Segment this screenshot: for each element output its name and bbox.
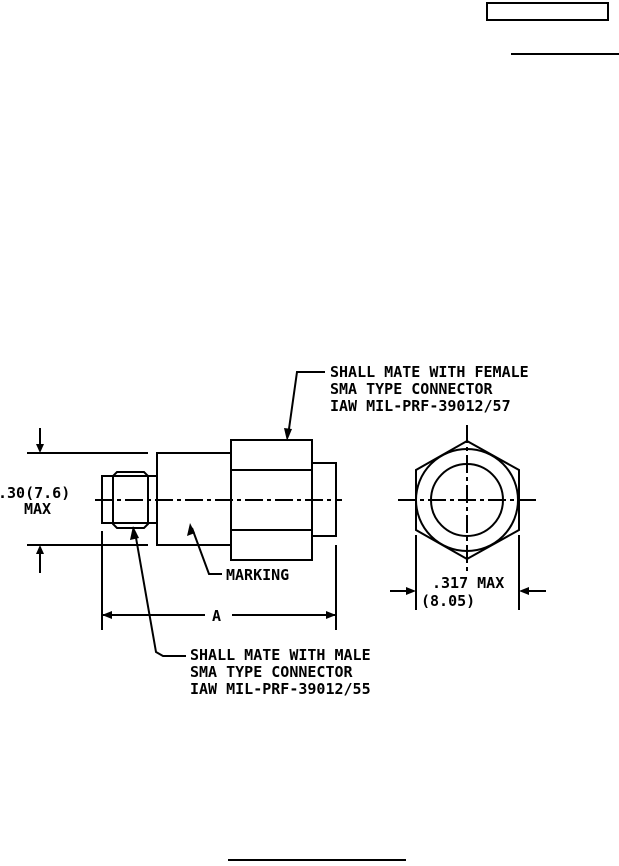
drawing-label: IAW MIL-PRF-39012/57 [330,397,511,415]
marking-callout: MARKING [187,523,289,584]
drawing-line [36,444,44,453]
hex-dim-metric: (8.05) [421,592,475,610]
drawing-line [191,527,222,575]
title-box [486,2,609,21]
male-callout: SHALL MATE WITH MALE SMA TYPE CONNECTOR … [130,526,371,698]
drawing-label: IAW MIL-PRF-39012/55 [190,680,371,698]
height-dimension: .30(7.6) MAX [0,428,148,573]
drawing-line [130,526,139,540]
height-dim-max: MAX [24,500,51,518]
drawing-line [326,611,336,619]
female-callout: SHALL MATE WITH FEMALE SMA TYPE CONNECTO… [284,363,529,441]
length-dim-label: A [212,607,221,625]
marking-label: MARKING [226,566,289,584]
length-dimension: A [101,531,337,630]
drawing-label: SHALL MATE WITH MALE [190,646,371,664]
drawing-line [134,531,186,657]
drawing-label: SMA TYPE CONNECTOR [330,380,494,398]
male-hex [112,471,149,529]
drawing-line [287,371,325,437]
drawing-line [102,611,112,619]
drawing-line [187,523,195,536]
drawing-line [406,587,416,595]
height-dim-value: .30(7.6) [0,484,70,502]
drawing-label: SMA TYPE CONNECTOR [190,663,354,681]
hex-dim-value: .317 MAX [432,574,504,592]
end-view: .317 MAX (8.05) [390,425,546,610]
drawing-line [284,428,292,441]
side-view [95,439,342,561]
drawing-line [36,545,44,554]
drawing-line [519,587,529,595]
drawing-label: SHALL MATE WITH FEMALE [330,363,529,381]
